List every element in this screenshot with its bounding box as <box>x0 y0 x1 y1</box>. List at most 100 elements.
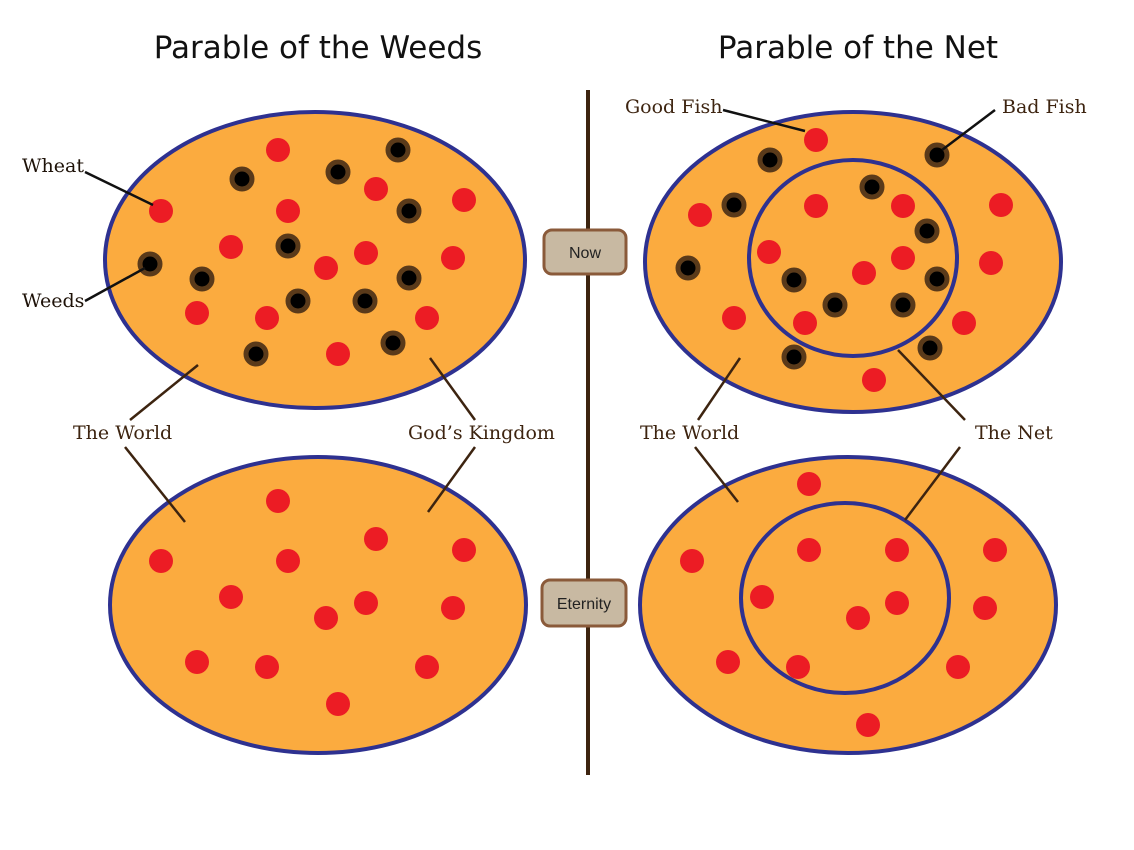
bad-dot <box>137 251 163 277</box>
bad-dot <box>352 288 378 314</box>
good-dot <box>989 193 1013 217</box>
now-box: Now <box>542 228 628 276</box>
good-dot <box>973 596 997 620</box>
good-dot <box>750 585 774 609</box>
good-dot <box>149 199 173 223</box>
good-dot <box>441 246 465 270</box>
leader-kingdom-bottom <box>426 446 477 513</box>
good-dot <box>415 306 439 330</box>
label-gods-kingdom: God’s Kingdom <box>408 422 555 444</box>
world-ellipse <box>103 110 527 410</box>
now-label: Now <box>569 245 601 262</box>
weeds-eternity-field <box>108 455 528 755</box>
good-dot <box>804 128 828 152</box>
eternity-label: Eternity <box>557 596 611 613</box>
bad-dot <box>275 233 301 259</box>
leader-world-left-bottom <box>124 446 186 523</box>
leader-bad-fish <box>941 109 996 151</box>
bad-dot <box>721 192 747 218</box>
good-dot <box>891 246 915 270</box>
net-now-field <box>643 110 1063 414</box>
good-dot <box>276 199 300 223</box>
eternity-box: Eternity <box>540 578 628 628</box>
good-dot <box>219 235 243 259</box>
good-dot <box>441 596 465 620</box>
good-dot <box>354 591 378 615</box>
bad-dot <box>822 292 848 318</box>
leader-world-right-bottom <box>694 446 739 503</box>
good-dot <box>797 472 821 496</box>
good-dot <box>364 177 388 201</box>
good-dot <box>266 138 290 162</box>
label-good-fish: Good Fish <box>625 96 723 118</box>
good-dot <box>852 261 876 285</box>
label-wheat: Wheat <box>22 155 84 177</box>
eternity-box-frame <box>540 578 628 628</box>
good-dot <box>979 251 1003 275</box>
good-dot <box>185 650 209 674</box>
good-dot <box>797 538 821 562</box>
good-dot <box>266 489 290 513</box>
now-box-frame <box>542 228 628 276</box>
bad-dot <box>385 137 411 163</box>
bad-dot <box>757 147 783 173</box>
good-dot <box>862 368 886 392</box>
leader-kingdom-top <box>428 357 477 421</box>
good-dot <box>314 256 338 280</box>
good-dot <box>452 538 476 562</box>
bad-dot <box>325 159 351 185</box>
good-dot <box>354 241 378 265</box>
net-now-dots <box>675 128 1013 392</box>
title-parable-of-net: Parable of the Net <box>718 30 998 66</box>
bad-dot <box>380 330 406 356</box>
bad-dot <box>914 218 940 244</box>
good-dot <box>364 527 388 551</box>
bad-dot <box>189 266 215 292</box>
weeds-now-field <box>103 110 527 410</box>
bad-dot <box>859 174 885 200</box>
leader-net-top <box>897 349 966 421</box>
net-eternity-field <box>638 455 1058 755</box>
good-dot <box>149 549 173 573</box>
bad-dot <box>781 267 807 293</box>
good-dot <box>276 549 300 573</box>
leader-weeds <box>84 266 146 303</box>
label-world-left: The World <box>73 422 172 444</box>
good-dot <box>891 194 915 218</box>
good-dot <box>786 655 810 679</box>
good-dot <box>314 606 338 630</box>
net-circle <box>747 158 959 358</box>
good-dot <box>952 311 976 335</box>
leader-world-left-top <box>129 364 199 421</box>
leader-wheat <box>84 170 154 207</box>
bad-dot <box>396 198 422 224</box>
good-dot <box>804 194 828 218</box>
good-dot <box>219 585 243 609</box>
good-dot <box>716 650 740 674</box>
label-bad-fish: Bad Fish <box>1002 96 1087 118</box>
good-dot <box>793 311 817 335</box>
good-dot <box>885 591 909 615</box>
good-dot <box>255 655 279 679</box>
leader-world-right-top <box>696 357 742 421</box>
weeds-now-dots <box>137 137 476 367</box>
bad-dot <box>229 166 255 192</box>
label-world-right: The World <box>640 422 739 444</box>
leader-net-bottom <box>904 446 961 521</box>
world-ellipse <box>108 455 528 755</box>
leader-lines <box>84 108 996 303</box>
good-dot <box>452 188 476 212</box>
good-dot <box>856 713 880 737</box>
good-dot <box>680 549 704 573</box>
good-dot <box>185 301 209 325</box>
good-dot <box>722 306 746 330</box>
net-eternity-dots <box>680 472 1007 737</box>
title-parable-of-weeds: Parable of the Weeds <box>154 30 483 66</box>
good-dot <box>757 240 781 264</box>
good-dot <box>326 342 350 366</box>
bad-dot <box>917 335 943 361</box>
leader-lines-brown <box>124 349 966 523</box>
good-dot <box>983 538 1007 562</box>
weeds-eternity-dots <box>149 489 476 716</box>
